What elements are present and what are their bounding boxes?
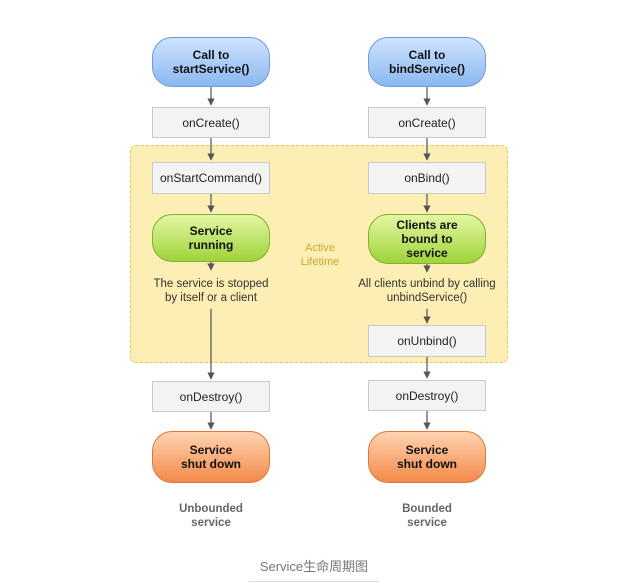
right-shutdown-node: Service shut down — [368, 431, 486, 483]
left-oncreate-box: onCreate() — [152, 107, 270, 138]
right-oncreate-box: onCreate() — [368, 107, 486, 138]
left-shutdown-node: Service shut down — [152, 431, 270, 483]
active-lifetime-label: Active Lifetime — [300, 242, 340, 268]
right-onunbind-box: onUnbind() — [368, 325, 486, 357]
right-unbind-note: All clients unbind by calling unbindServ… — [358, 278, 496, 304]
right-column-label: Bounded service — [402, 503, 452, 529]
left-running-node: Service running — [152, 214, 270, 262]
figure-caption: Service生命周期图 — [259, 559, 369, 574]
left-onstartcommand-box: onStartCommand() — [152, 162, 270, 194]
left-stop-note: The service is stopped by itself or a cl… — [153, 278, 269, 304]
left-ondestroy-box: onDestroy() — [152, 381, 270, 412]
left-start-node: Call to startService() — [152, 37, 270, 87]
right-start-node: Call to bindService() — [368, 37, 486, 87]
right-onbind-box: onBind() — [368, 162, 486, 194]
right-ondestroy-box: onDestroy() — [368, 380, 486, 411]
caption-underline — [249, 581, 379, 582]
right-bound-node: Clients are bound to service — [368, 214, 486, 264]
left-column-label: Unbounded service — [179, 503, 243, 529]
